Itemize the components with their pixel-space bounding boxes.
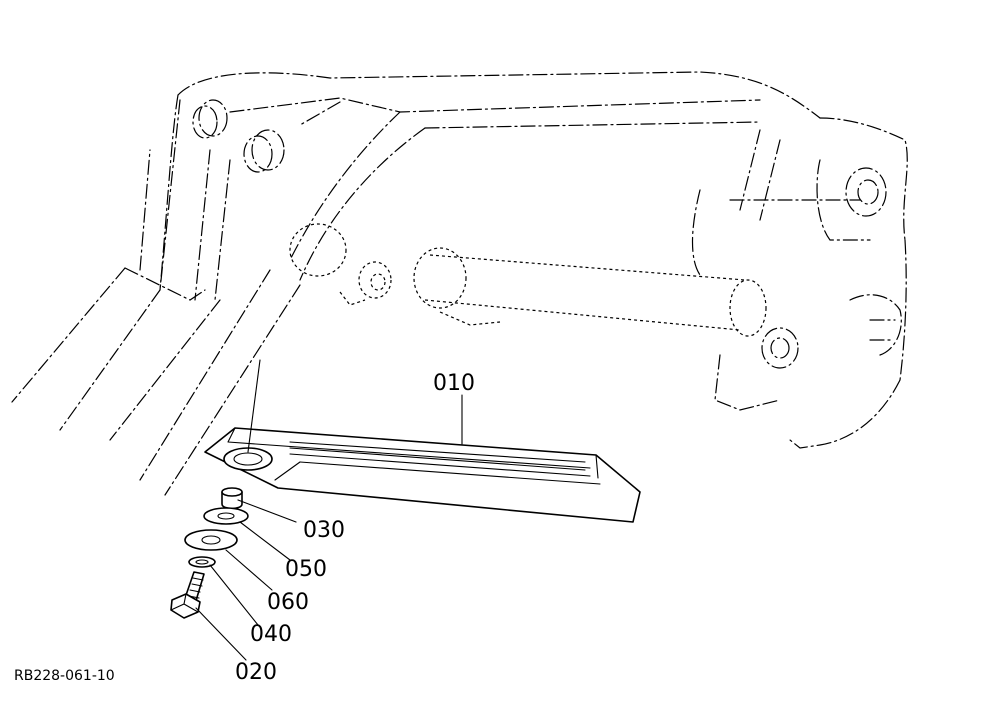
boom-frame: [11, 71, 908, 496]
part-060-washer: [184, 529, 238, 551]
fastener-stack: [170, 359, 261, 619]
callout-030: 030: [303, 518, 345, 543]
hydraulic-cylinder: [289, 223, 767, 337]
part-040-lock-washer: [188, 556, 216, 568]
callout-040: 040: [250, 622, 292, 647]
part-020-bolt: [170, 571, 205, 619]
part-030-collar: [221, 487, 243, 510]
part-050-washer: [203, 507, 249, 525]
leader-lines: [195, 394, 463, 661]
callout-010: 010: [433, 371, 475, 396]
part-010-cover: [204, 427, 641, 523]
callout-060: 060: [267, 590, 309, 615]
callout-020: 020: [235, 660, 277, 685]
figure-code: RB228-061-10: [14, 668, 115, 684]
callout-050: 050: [285, 557, 327, 582]
